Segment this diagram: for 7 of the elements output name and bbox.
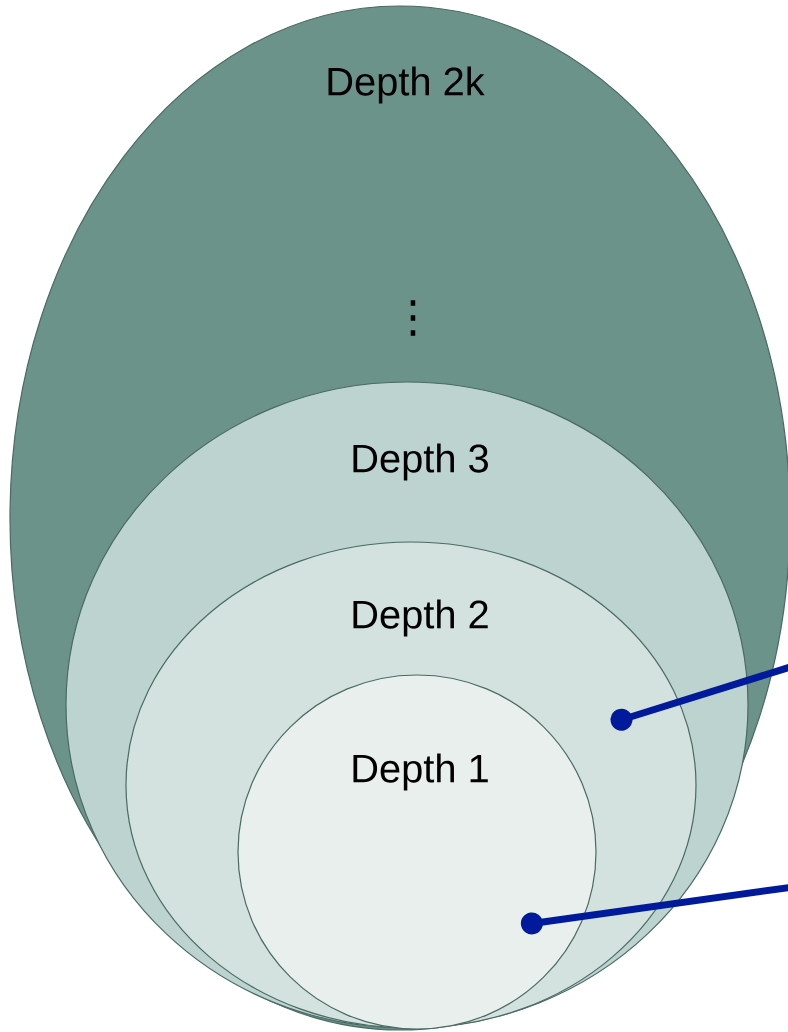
depth-ellipse <box>237 674 597 1030</box>
leader-line <box>520 882 788 935</box>
depth-label: Depth 3 <box>353 443 488 481</box>
ellipsis: ⋮ <box>410 300 416 336</box>
depth-label: Depth 2 <box>353 599 488 637</box>
depth-label: Depth 1 <box>353 753 488 791</box>
depth-label: Depth 2k <box>328 66 485 104</box>
